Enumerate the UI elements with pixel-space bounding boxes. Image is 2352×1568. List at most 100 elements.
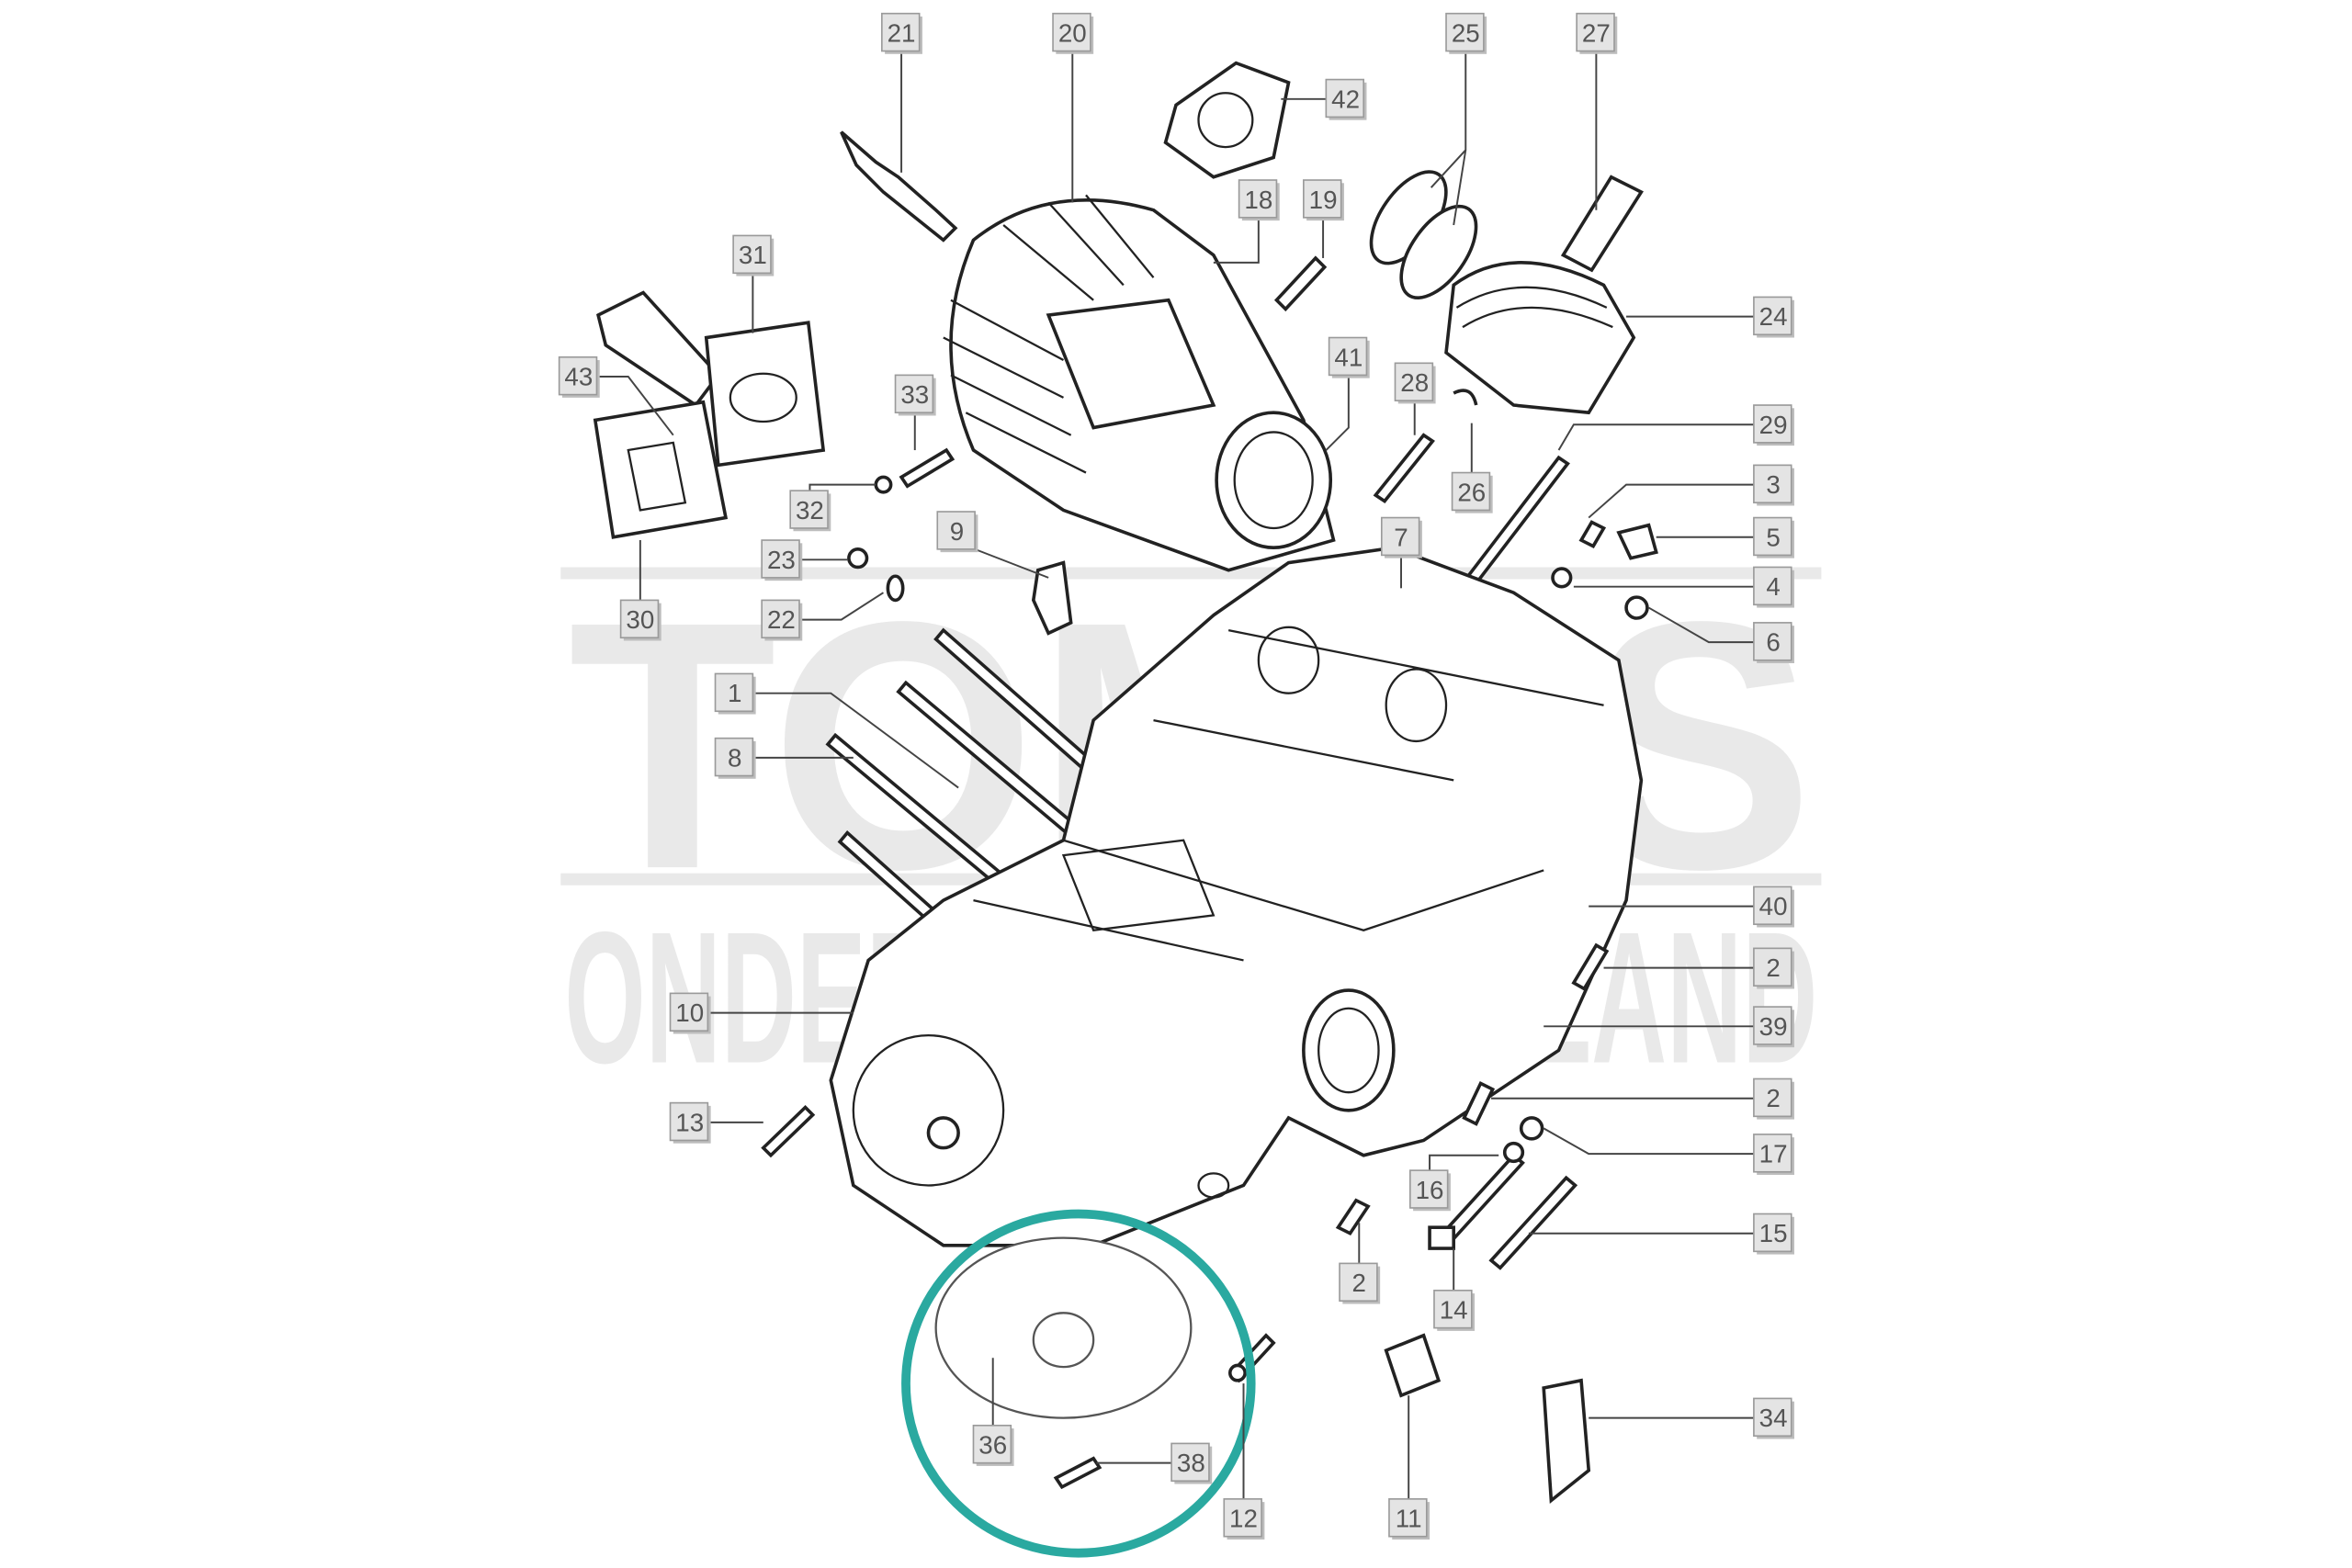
part-number: 33 xyxy=(900,380,929,409)
part-number: 29 xyxy=(1759,411,1788,439)
part-label[interactable]: 11 xyxy=(1388,1498,1430,1540)
part-number: 3 xyxy=(1766,470,1780,499)
part-label[interactable]: 5 xyxy=(1753,516,1794,558)
part-number: 18 xyxy=(1244,186,1272,214)
part-label[interactable]: 31 xyxy=(732,234,775,276)
part-label[interactable]: 43 xyxy=(558,355,600,398)
part-number: 2 xyxy=(1352,1269,1366,1297)
part-number: 28 xyxy=(1400,368,1429,397)
part-number: 32 xyxy=(796,496,824,525)
part-label[interactable]: 17 xyxy=(1753,1134,1794,1176)
part-label[interactable]: 29 xyxy=(1753,404,1794,446)
reed-valve xyxy=(593,400,729,539)
part-number: 16 xyxy=(1416,1176,1444,1204)
part-number: 20 xyxy=(1058,18,1087,47)
part-number: 11 xyxy=(1396,1505,1422,1533)
part-label[interactable]: 20 xyxy=(1052,12,1094,54)
part-number: 4 xyxy=(1766,572,1780,601)
part-number: 30 xyxy=(626,605,654,634)
part-label[interactable]: 14 xyxy=(1433,1289,1476,1331)
intake-manifold xyxy=(596,290,826,468)
bolts-upper xyxy=(847,389,1658,620)
part-number: 14 xyxy=(1440,1296,1468,1325)
part-number: 40 xyxy=(1759,892,1788,920)
part-label[interactable]: 16 xyxy=(1409,1169,1451,1212)
part-label[interactable]: 27 xyxy=(1576,12,1618,54)
part-number: 17 xyxy=(1759,1140,1788,1168)
part-label[interactable]: 42 xyxy=(1325,78,1367,120)
part-label[interactable]: 12 xyxy=(1223,1498,1265,1540)
part-label[interactable]: 30 xyxy=(619,599,662,641)
part-number: 41 xyxy=(1334,343,1363,371)
part-label[interactable]: 38 xyxy=(1170,1442,1213,1484)
part-label[interactable]: 15 xyxy=(1753,1213,1794,1255)
cylinder xyxy=(943,194,1336,572)
part-number: 13 xyxy=(675,1108,704,1136)
part-label[interactable]: 3 xyxy=(1753,464,1794,506)
part-number: 22 xyxy=(767,605,796,634)
part-label[interactable]: 24 xyxy=(1753,296,1794,338)
part-number: 23 xyxy=(767,546,796,574)
part-number: 39 xyxy=(1759,1012,1788,1041)
highlight-circle xyxy=(901,1209,1256,1558)
part-label[interactable]: 36 xyxy=(972,1425,1014,1466)
part-label[interactable]: 18 xyxy=(1238,179,1280,221)
crankcase xyxy=(829,546,1644,1247)
part-number: 7 xyxy=(1394,523,1408,551)
part-number: 15 xyxy=(1759,1219,1788,1247)
stud xyxy=(1273,255,1328,312)
part-number: 2 xyxy=(1766,1084,1780,1112)
part-label[interactable]: 2 xyxy=(1753,1077,1794,1120)
bracket xyxy=(1031,560,1073,636)
part-label[interactable]: 8 xyxy=(714,737,756,779)
part-label[interactable]: 6 xyxy=(1753,622,1794,664)
part-number: 43 xyxy=(564,363,593,391)
part-number: 36 xyxy=(978,1431,1007,1460)
part-number: 38 xyxy=(1177,1449,1205,1477)
part-number: 9 xyxy=(950,517,964,546)
piston-pin xyxy=(1560,175,1644,273)
part-label[interactable]: 32 xyxy=(789,490,831,532)
part-label[interactable]: 13 xyxy=(669,1101,711,1144)
part-label[interactable]: 25 xyxy=(1445,12,1487,54)
parts xyxy=(593,61,1658,1505)
part-number: 10 xyxy=(675,998,704,1027)
part-label[interactable]: 19 xyxy=(1303,179,1344,221)
part-label[interactable]: 23 xyxy=(761,539,803,581)
part-number: 1 xyxy=(728,679,741,707)
part-number: 34 xyxy=(1759,1404,1788,1432)
part-number: 25 xyxy=(1452,18,1480,47)
part-number: 27 xyxy=(1582,18,1611,47)
part-number: 2 xyxy=(1766,953,1780,982)
part-number: 26 xyxy=(1457,478,1486,506)
part-number: 31 xyxy=(739,241,767,269)
part-number: 21 xyxy=(888,18,916,47)
part-label[interactable]: 21 xyxy=(881,12,922,54)
part-label[interactable]: 10 xyxy=(669,992,711,1034)
part-number: 12 xyxy=(1229,1505,1258,1533)
part-number: 5 xyxy=(1766,523,1780,551)
piston xyxy=(1444,261,1636,415)
part-label[interactable]: 34 xyxy=(1753,1397,1794,1439)
part-number: 42 xyxy=(1331,85,1360,113)
head-gasket xyxy=(1163,61,1291,179)
part-label[interactable]: 22 xyxy=(761,599,803,641)
part-label[interactable]: 26 xyxy=(1451,471,1493,513)
part-label[interactable]: 7 xyxy=(1380,516,1422,558)
part-label[interactable]: 4 xyxy=(1753,566,1794,608)
part-label[interactable]: 1 xyxy=(714,672,756,715)
part-number: 19 xyxy=(1309,186,1338,214)
piston-rings xyxy=(1369,170,1478,300)
spark-plug xyxy=(840,130,958,243)
part-label[interactable]: 39 xyxy=(1753,1006,1794,1048)
part-label[interactable]: 40 xyxy=(1753,886,1794,928)
part-label[interactable]: 41 xyxy=(1328,336,1370,378)
part-label[interactable]: 28 xyxy=(1394,362,1436,404)
part-label[interactable]: 9 xyxy=(936,511,978,553)
part-label[interactable]: 33 xyxy=(894,374,936,416)
part-label[interactable]: 2 xyxy=(1753,947,1794,989)
part-label[interactable]: 2 xyxy=(1339,1262,1381,1304)
